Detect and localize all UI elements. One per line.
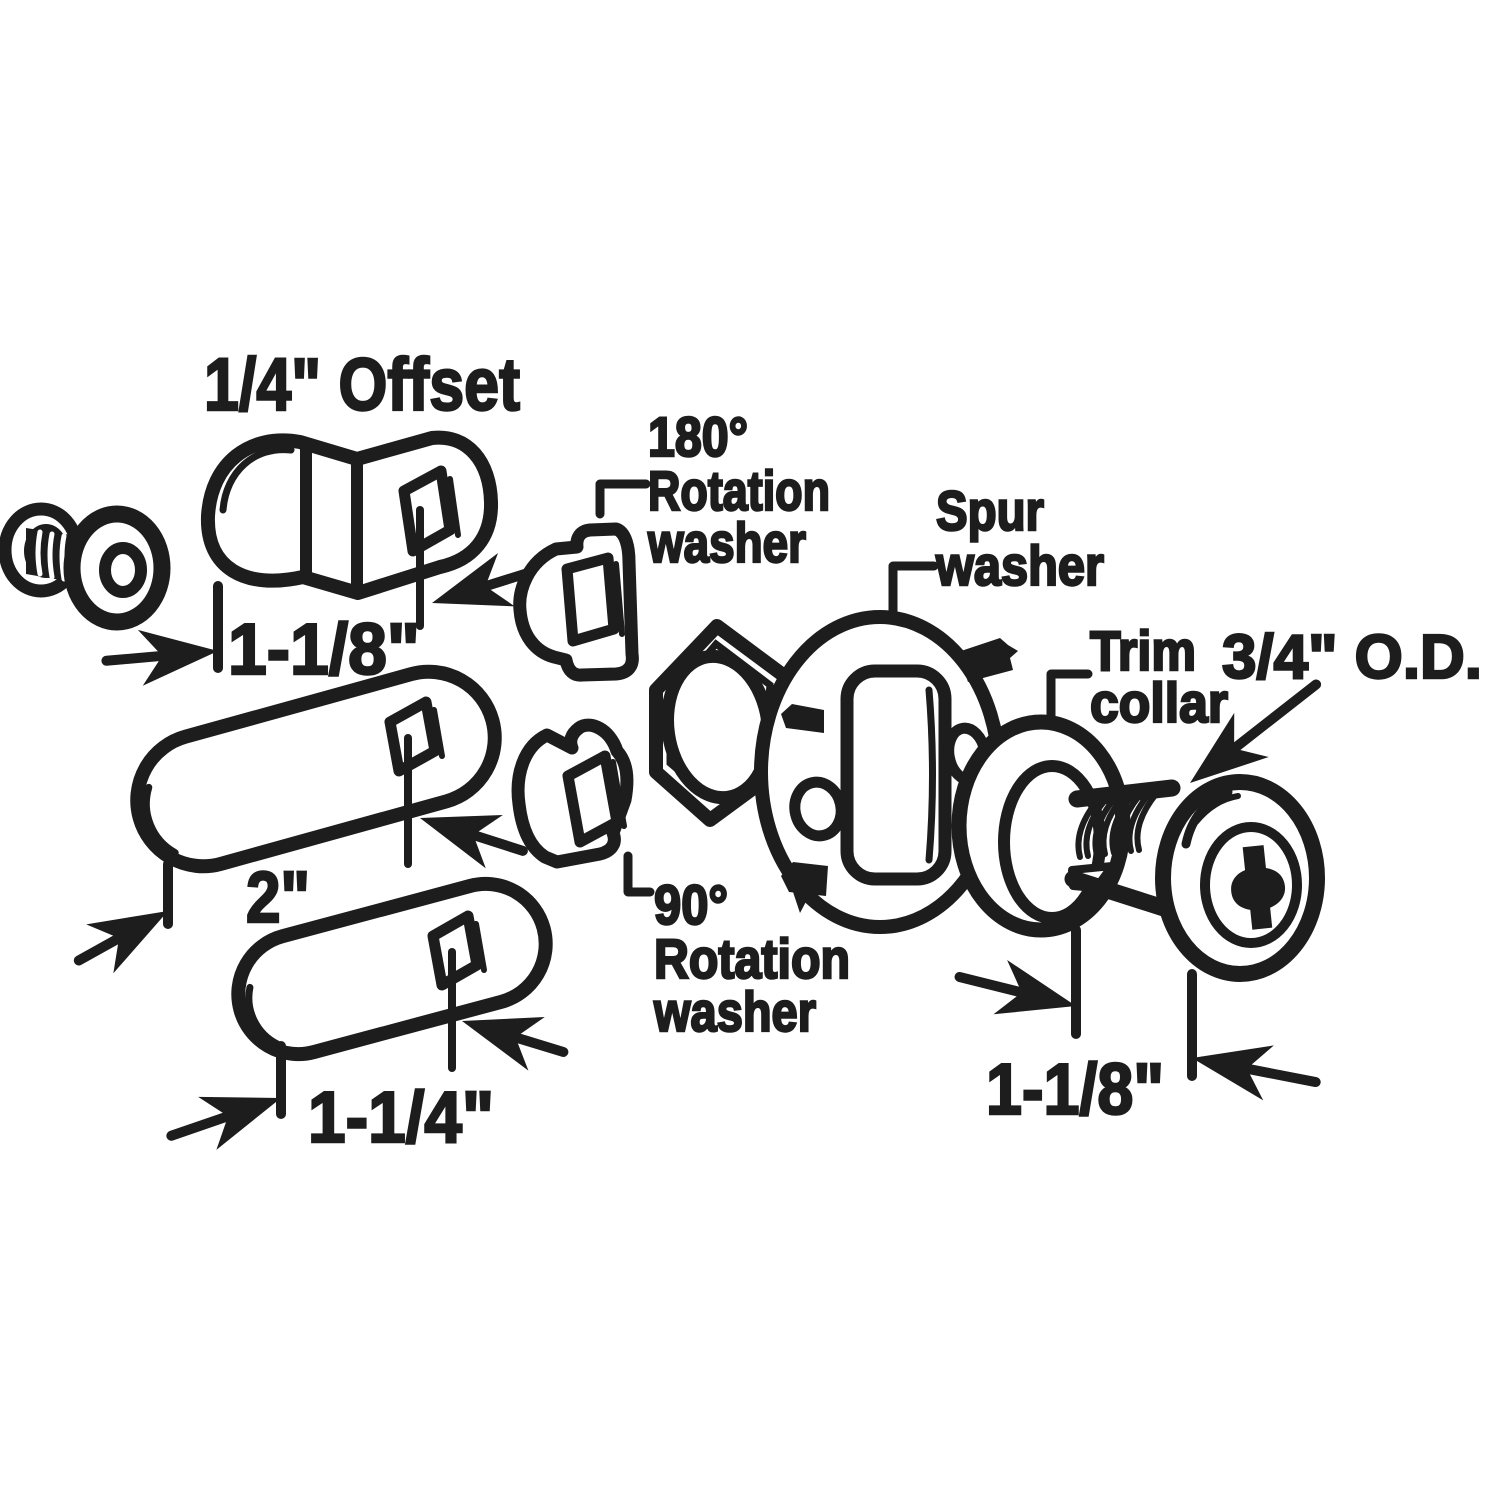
cylinder-barrel-top [1068, 779, 1181, 808]
label-trim-collar: Trim collar [1046, 618, 1229, 735]
leader-trim-collar [1046, 669, 1093, 725]
spur-washer-hole-left [789, 776, 847, 842]
diagram-title: 1/4" Offset [204, 343, 520, 426]
dim-label-cylinder-od: 3/4" O.D. [1222, 623, 1482, 692]
dim-cylinder-od: 3/4" O.D. [1172, 622, 1483, 806]
label-washer-90: 90° Rotation washer [623, 851, 851, 1044]
offset-cam-hole [398, 465, 456, 557]
dim-offset-cam-length: 1-1/8" [101, 552, 550, 691]
cam-2-hole [384, 696, 441, 777]
washer-180-label-line3: washer [647, 511, 806, 574]
spur-washer-label-line1: Spur [936, 479, 1044, 542]
rotation-washer-90 [511, 718, 634, 869]
spur-washer-label-line2: washer [935, 534, 1104, 597]
trim-collar-label-line2: collar [1090, 671, 1228, 734]
dim-label-offset-cam: 1-1/8" [228, 610, 420, 690]
lock-cylinder [1064, 774, 1325, 982]
keyway [1231, 845, 1286, 930]
spur-washer-prong-left [781, 704, 824, 733]
dim-label-cam-1-1-4: 1-1/4" [308, 1078, 494, 1158]
offset-cam [200, 430, 499, 630]
rotation-washer-180-hole [561, 552, 620, 647]
spur-washer-prong-top [958, 638, 1018, 682]
cam-1-1-4-inch [231, 876, 553, 1072]
washer-90-label-line1: 90° [654, 873, 728, 936]
label-spur-washer: Spur washer [888, 478, 1105, 617]
rotation-washer-180 [513, 522, 639, 682]
spur-washer-prong-bottom [781, 862, 828, 913]
cam-2-inch [130, 664, 502, 874]
cam-screw [0, 502, 171, 631]
spur-washer-slot [840, 664, 952, 886]
cylinder-threads [1075, 791, 1159, 860]
washer-180-label-line1: 180° [648, 405, 748, 468]
washer-180-label-line2: Rotation [648, 459, 830, 522]
dim-cam-1-1-4-length: 1-1/4" [166, 994, 569, 1159]
label-washer-180: 180° Rotation washer [595, 404, 831, 575]
dim-cylinder-length: 1-1/8" [954, 925, 1321, 1131]
washer-90-label-line3: washer [653, 980, 816, 1043]
cylinder-barrel-bottom [1064, 870, 1179, 919]
leader-spur-washer [888, 561, 939, 617]
rotation-washer-90-hole [562, 750, 623, 848]
leader-washer-90 [623, 851, 655, 897]
trim-collar-label-line1: Trim [1090, 619, 1196, 682]
dim-label-cylinder-length: 1-1/8" [986, 1050, 1164, 1130]
leader-washer-180 [595, 479, 651, 519]
washer-90-label-line2: Rotation [654, 927, 850, 990]
